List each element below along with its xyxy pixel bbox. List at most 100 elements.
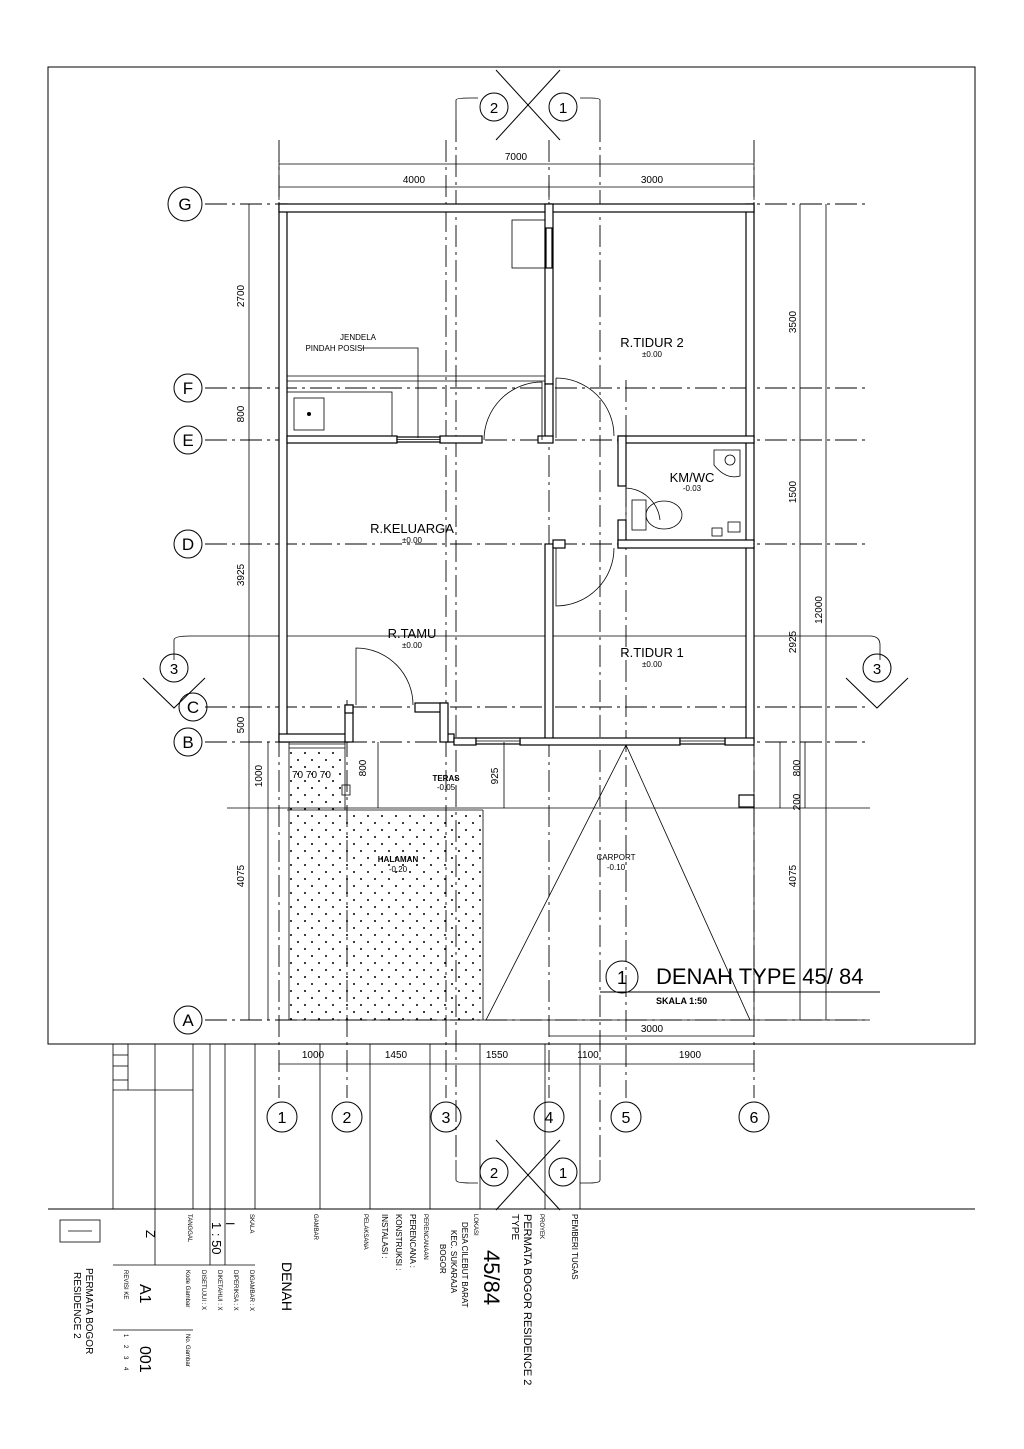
grid-label-5: 5 bbox=[622, 1110, 631, 1127]
grid-label-g: G bbox=[178, 195, 191, 214]
tb-kode-label: Kode Gambar bbox=[184, 1270, 190, 1307]
room-kmwc-level: -0.03 bbox=[683, 484, 702, 493]
grid-label-d: D bbox=[182, 535, 194, 554]
tb-revisi: REVISI KE bbox=[122, 1270, 128, 1299]
grid-bubbles-letters bbox=[167, 186, 208, 1035]
halaman-hatch bbox=[289, 810, 483, 1020]
room-tamu-level: ±0.00 bbox=[402, 641, 423, 650]
section-1-top: 1 bbox=[559, 100, 567, 117]
room-tidur1-level: ±0.00 bbox=[642, 660, 663, 669]
note-pindah-posisi: PINDAH POSISI bbox=[305, 344, 364, 353]
tb-rev-4: 4 bbox=[122, 1367, 128, 1371]
tb-type: 45/84 bbox=[479, 1250, 504, 1305]
dim-left-2700: 2700 bbox=[236, 284, 247, 307]
room-carport: CARPORT bbox=[597, 853, 636, 862]
grid-label-f: F bbox=[183, 379, 193, 398]
dim-right-4075: 4075 bbox=[788, 864, 799, 887]
sheet-border bbox=[47, 66, 976, 1045]
section-lines bbox=[173, 97, 881, 1184]
tb-pelaksana: PELAKSANA bbox=[362, 1214, 368, 1250]
room-tidur2-level: ±0.00 bbox=[642, 350, 663, 359]
dim-top-left: 4000 bbox=[403, 175, 426, 186]
tb-skala: 1 : 50 bbox=[209, 1222, 224, 1255]
room-tamu: R.TAMU bbox=[388, 626, 437, 641]
room-teras: TERAS bbox=[432, 774, 460, 783]
tb-tanggal: TANGGAL bbox=[186, 1214, 192, 1243]
room-tidur1: R.TIDUR 1 bbox=[620, 645, 684, 660]
dim-right-2925: 2925 bbox=[788, 630, 799, 653]
dim-right-800: 800 bbox=[792, 759, 803, 776]
doors bbox=[355, 377, 661, 706]
tb-pemberi-tugas: PEMBERI TUGAS bbox=[570, 1214, 579, 1280]
dim-left-800: 800 bbox=[236, 405, 247, 422]
section-3-left: 3 bbox=[170, 661, 178, 678]
tb-digambar: DIGAMBAR : X bbox=[248, 1270, 254, 1311]
grid-label-b: B bbox=[182, 733, 193, 752]
tb-proyek: PERMATA BOGOR RESIDENCE 2 bbox=[521, 1214, 533, 1385]
dimension-lines bbox=[248, 160, 827, 1065]
title-block-frame bbox=[48, 960, 975, 1331]
grid-label-4: 4 bbox=[545, 1110, 554, 1127]
dim-top-right: 3000 bbox=[641, 175, 664, 186]
note-leader bbox=[362, 347, 419, 438]
dim-bottom-3000: 3000 bbox=[641, 1024, 664, 1035]
carport-lines bbox=[485, 744, 751, 1021]
room-keluarga-level: ±0.00 bbox=[402, 536, 423, 545]
dim-right-1500: 1500 bbox=[788, 480, 799, 503]
dim-bottom-1450: 1450 bbox=[385, 1050, 408, 1061]
section-1-bottom: 1 bbox=[559, 1165, 567, 1182]
tb-type-label: TYPE bbox=[509, 1214, 520, 1240]
dim-right-200: 200 bbox=[792, 793, 803, 810]
dim-top-total: 7000 bbox=[505, 152, 528, 163]
room-keluarga: R.KELUARGA bbox=[370, 521, 454, 536]
tb-diketahui: DIKETAHUI : X bbox=[216, 1270, 222, 1311]
tb-lokasi-3: BOGOR bbox=[438, 1244, 447, 1274]
tb-gambar: DENAH bbox=[279, 1262, 295, 1311]
dim-bottom-1900: 1900 bbox=[679, 1050, 702, 1061]
section-2-bottom: 2 bbox=[490, 1165, 498, 1182]
tb-lokasi-2: KEC. SUKARAJA bbox=[449, 1230, 458, 1294]
grid-label-a: A bbox=[182, 1011, 194, 1030]
grid-label-6: 6 bbox=[750, 1110, 759, 1127]
grid-bubbles-numbers bbox=[266, 1101, 770, 1133]
dim-right-3500: 3500 bbox=[788, 310, 799, 333]
toilet-fixtures bbox=[631, 449, 741, 537]
dim-right-12000: 12000 bbox=[814, 596, 825, 624]
tb-rev-1: 1 bbox=[122, 1334, 128, 1338]
tb-lokasi-label: LOKASI bbox=[472, 1214, 478, 1236]
tb-proyek-label: PROYEK bbox=[538, 1214, 544, 1239]
tb-bar: I bbox=[223, 1222, 237, 1225]
room-teras-level: -0.05 bbox=[437, 783, 456, 792]
kitchen-counter bbox=[286, 219, 546, 437]
walls bbox=[278, 203, 755, 808]
tb-lokasi-1: DESA CILEBUT BARAT bbox=[460, 1222, 469, 1308]
room-halaman-level: -0.20 bbox=[389, 865, 408, 874]
tb-no-label: No. Gambar bbox=[184, 1334, 190, 1367]
dim-bottom-1550: 1550 bbox=[486, 1050, 509, 1061]
room-halaman: HALAMAN bbox=[378, 855, 419, 864]
dim-left-4075: 4075 bbox=[236, 864, 247, 887]
tb-logo-1: PERMATA BOGOR bbox=[83, 1268, 94, 1354]
tb-skala-label: SKALA bbox=[248, 1214, 254, 1233]
dim-teras-707070: 70 70 70 bbox=[292, 770, 331, 781]
tb-konstruksi: KONSTRUKSI : bbox=[394, 1214, 403, 1270]
room-carport-level: -0.10 bbox=[607, 863, 626, 872]
note-jendela: JENDELA bbox=[340, 333, 377, 342]
grid-label-c: C bbox=[187, 698, 199, 717]
title-scale: SKALA 1:50 bbox=[656, 996, 707, 1006]
teras-details bbox=[227, 742, 870, 1021]
dim-bottom-1000: 1000 bbox=[302, 1050, 325, 1061]
tb-perencana: PERENCANA : bbox=[408, 1214, 417, 1268]
section-2-top: 2 bbox=[490, 100, 498, 117]
room-tidur2: R.TIDUR 2 bbox=[620, 335, 684, 350]
dim-left-3925: 3925 bbox=[236, 563, 247, 586]
tb-disetujui: DISETUJUI : X bbox=[200, 1270, 206, 1310]
windows bbox=[396, 227, 726, 745]
tb-diperiksa: DIPERIKSA : X bbox=[232, 1270, 238, 1311]
tb-perencanaan: PERENCANAAN bbox=[422, 1214, 428, 1260]
grid-label-2: 2 bbox=[343, 1110, 352, 1127]
dim-left-500: 500 bbox=[236, 716, 247, 733]
room-kmwc: KM/WC bbox=[670, 470, 715, 485]
grid-label-e: E bbox=[182, 431, 193, 450]
teras-hatch bbox=[289, 748, 345, 810]
